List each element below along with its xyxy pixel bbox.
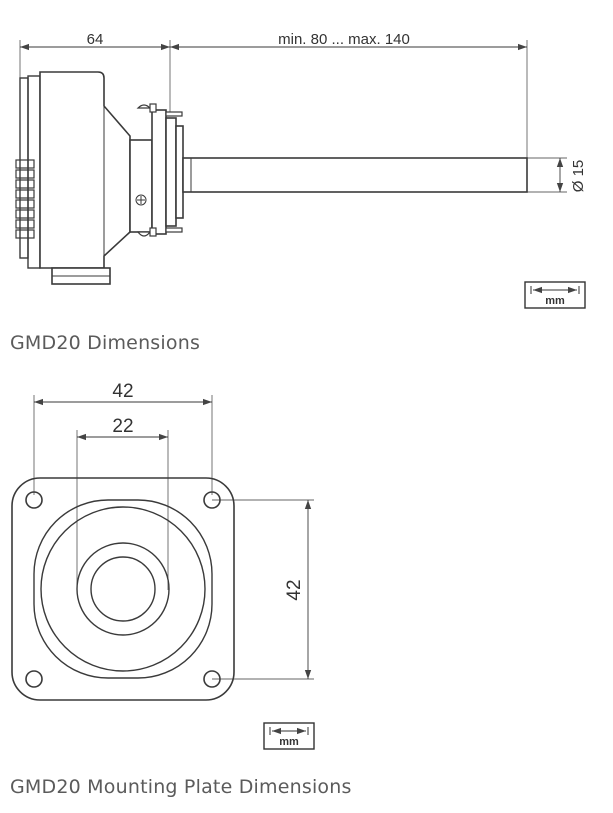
mount-hole-top-right bbox=[203, 491, 221, 509]
unit-box-plate: mm bbox=[263, 722, 315, 750]
mount-hole-bottom-right bbox=[203, 670, 221, 688]
flange-screw-bottom bbox=[136, 227, 183, 237]
dim-label-plate-width: 42 bbox=[112, 381, 133, 402]
dim-label-probe-length: min. 80 ... max. 140 bbox=[278, 31, 410, 48]
probe-tube bbox=[182, 157, 528, 193]
dim-label-diameter: Ø 15 bbox=[570, 160, 587, 193]
plate-outer-ring bbox=[40, 506, 206, 672]
probe-opening-outer bbox=[76, 542, 170, 636]
mounting-plate bbox=[11, 477, 235, 701]
mount-hole-top-left bbox=[25, 491, 43, 509]
dim-label-inner-width: 22 bbox=[112, 416, 133, 437]
caption-dimensions: GMD20 Dimensions bbox=[10, 332, 201, 354]
dim-label-plate-height: 42 bbox=[284, 579, 305, 600]
dim-label-64: 64 bbox=[87, 31, 104, 48]
unit-label-side: mm bbox=[545, 295, 565, 307]
unit-box-side: mm bbox=[524, 281, 586, 309]
side-view-drawing bbox=[15, 40, 567, 285]
mount-hole-bottom-left bbox=[25, 670, 43, 688]
caption-mounting-plate: GMD20 Mounting Plate Dimensions bbox=[10, 776, 352, 798]
probe-opening-inner bbox=[90, 556, 156, 622]
connector-terminals bbox=[15, 159, 35, 239]
flange-screw-top bbox=[136, 103, 183, 117]
ground-screw-icon bbox=[135, 194, 147, 206]
plate-view-drawing bbox=[11, 395, 314, 701]
unit-label-plate: mm bbox=[279, 736, 299, 748]
